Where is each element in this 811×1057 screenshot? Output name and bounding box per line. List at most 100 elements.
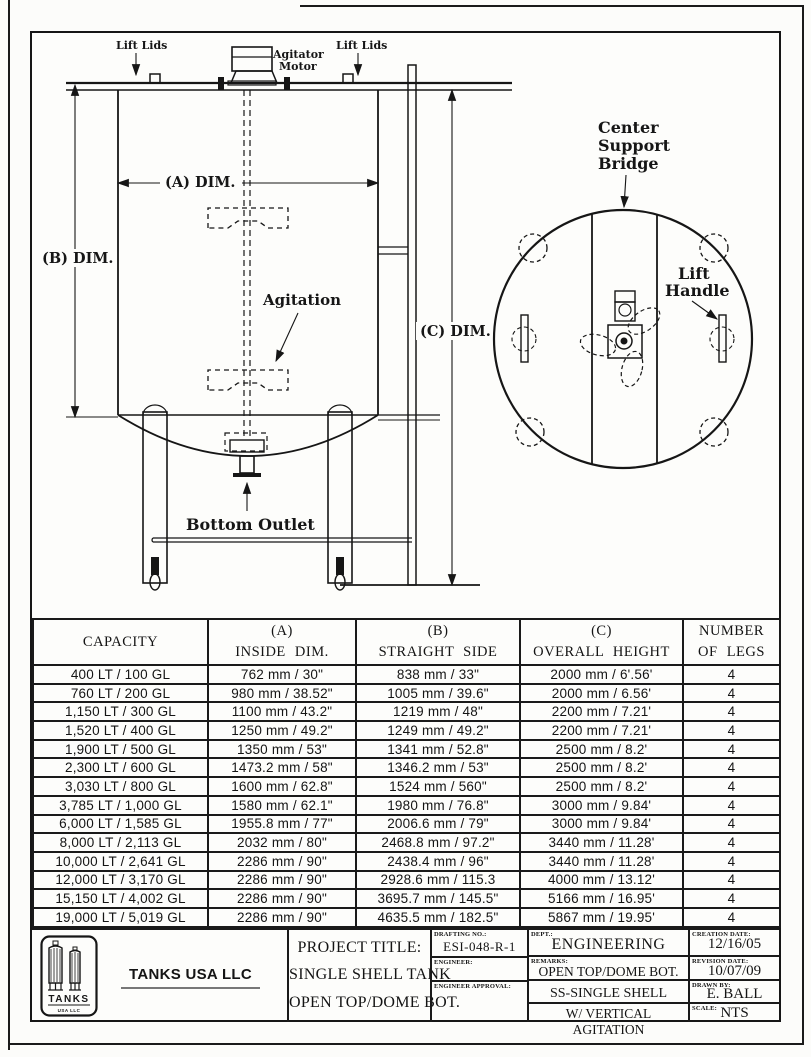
cell-inside-dim: 1250 mm / 49.2" (207, 720, 357, 741)
cell-capacity: 1,520 LT / 400 GL (32, 720, 209, 741)
remarks-label: REMARKS: (531, 957, 568, 965)
creation-date-label: CREATION DATE: (692, 930, 751, 938)
dimensions (38, 83, 486, 587)
scale-cell: SCALE: NTS (688, 1001, 779, 1022)
cell-overall-height: 2200 mm / 7.21' (519, 701, 684, 723)
dished-bottom (117, 414, 379, 457)
lift-lids-right-label: Lift Lids (336, 39, 387, 52)
side-support-bar (407, 64, 417, 586)
cell-inside-dim: 980 mm / 38.52" (207, 682, 357, 704)
bottom-outlet-icon (224, 432, 268, 477)
outer-border-left (8, 0, 10, 1050)
cell-inside-dim: 1100 mm / 43.2" (207, 701, 357, 723)
bridge-label-2: Support (598, 136, 671, 155)
header-b-line1: (B) (427, 623, 449, 639)
drafting-no-label: DRAFTING NO.: (434, 930, 487, 938)
cell-number-of-legs: 4 (682, 776, 781, 797)
logo-usa-llc-text: USA LLC (58, 1008, 81, 1013)
leg-top-view-ne (699, 233, 729, 263)
cell-inside-dim: 1600 mm / 62.8" (207, 776, 357, 797)
cell-straight-side: 1249 mm / 49.2" (355, 720, 521, 741)
cell-straight-side: 2438.4 mm / 96" (355, 850, 521, 872)
cell-number-of-legs: 4 (682, 664, 781, 685)
cell-overall-height: 3440 mm / 11.28' (519, 850, 684, 872)
spec-table: CAPACITY (A)INSIDE DIM. (B)STRAIGHT SIDE… (32, 618, 781, 928)
impeller-lower (207, 369, 289, 391)
cell-overall-height: 3000 mm / 9.84' (519, 813, 684, 835)
cell-overall-height: 4000 mm / 13.12' (519, 869, 684, 891)
outer-border-right (802, 5, 804, 1045)
leg-top-view-se (699, 417, 729, 447)
cell-capacity: 3,030 LT / 800 GL (32, 776, 209, 797)
cell-inside-dim: 2286 mm / 90" (207, 869, 357, 891)
bottom-outlet-label: Bottom Outlet (186, 515, 315, 534)
cell-overall-height: 2200 mm / 7.21' (519, 720, 684, 741)
cell-number-of-legs: 4 (682, 682, 781, 704)
cell-straight-side: 838 mm / 33" (355, 664, 521, 685)
engineer-cell: ENGINEER: (430, 955, 527, 980)
agitator-motor-label-2: Motor (279, 60, 317, 73)
header-straight-side: (B)STRAIGHT SIDE (355, 618, 521, 666)
lift-handle-left-icon (511, 314, 537, 363)
shell-type-cell: SS-SINGLE SHELL (527, 978, 688, 1002)
cell-straight-side: 3695.7 mm / 145.5" (355, 888, 521, 909)
header-c-line2: OVERALL HEIGHT (533, 644, 670, 660)
lift-handle-label-1: Lift (678, 264, 710, 283)
cell-number-of-legs: 4 (682, 869, 781, 891)
agitator-motor-label-1: Agitator (272, 48, 324, 61)
impeller-upper (207, 207, 289, 229)
cell-capacity: 10,000 LT / 2,641 GL (32, 850, 209, 872)
cell-overall-height: 3000 mm / 9.84' (519, 794, 684, 816)
lift-lid-right-icon (342, 73, 354, 84)
header-legs-line2: OF LEGS (698, 644, 765, 660)
shell-type-value: SS-SINGLE SHELL (549, 985, 668, 1001)
dim-c-label: (C) DIM. (420, 323, 491, 340)
cell-capacity: 19,000 LT / 5,019 GL (32, 906, 209, 928)
dim-b-label: (B) DIM. (42, 250, 113, 267)
revision-date-value: 10/07/09 (707, 962, 762, 979)
cell-capacity: 760 LT / 200 GL (32, 682, 209, 704)
cell-straight-side: 4635.5 mm / 182.5" (355, 906, 521, 928)
project-title-cell: PROJECT TITLE: SINGLE SHELL TANK OPEN TO… (287, 929, 460, 1022)
agitation-type-value: W/ VERTICAL AGITATION (565, 1005, 652, 1037)
cell-number-of-legs: 4 (682, 850, 781, 872)
cell-number-of-legs: 4 (682, 720, 781, 741)
header-capacity: CAPACITY (32, 618, 209, 666)
cell-number-of-legs: 4 (682, 813, 781, 835)
drawn-by-value: E. BALL (706, 985, 763, 1002)
cell-capacity: 3,785 LT / 1,000 GL (32, 794, 209, 816)
engineer-label: ENGINEER: (434, 958, 473, 966)
cell-overall-height: 2000 mm / 6.56' (519, 682, 684, 704)
agitator-top-view-icon (579, 290, 661, 388)
cell-overall-height: 2500 mm / 8.2' (519, 776, 684, 797)
drafting-no-cell: DRAFTING NO.: ESI-048-R-1 (430, 929, 527, 956)
creation-date-value: 12/16/05 (707, 935, 762, 952)
lift-lid-left-icon (149, 73, 161, 84)
header-inside-dim: (A)INSIDE DIM. (207, 618, 357, 666)
header-a-line1: (A) (271, 623, 293, 639)
tanks-usa-logo: TANKS USA LLC (40, 935, 98, 1017)
cell-straight-side: 2928.6 mm / 115.3 (355, 869, 521, 891)
header-c-line1: (C) (591, 623, 612, 639)
revision-date-cell: REVISION DATE: 10/07/09 (688, 954, 779, 979)
cross-pipe-cap (151, 537, 154, 543)
cell-number-of-legs: 4 (682, 888, 781, 909)
cell-capacity: 2,300 LT / 600 GL (32, 757, 209, 779)
cell-overall-height: 2500 mm / 8.2' (519, 738, 684, 760)
revision-date-label: REVISION DATE: (692, 957, 749, 965)
cell-number-of-legs: 4 (682, 906, 781, 928)
cell-inside-dim: 2032 mm / 80" (207, 832, 357, 853)
leg-left (142, 404, 168, 591)
cell-capacity: 12,000 LT / 3,170 GL (32, 869, 209, 891)
cell-inside-dim: 1955.8 mm / 77" (207, 813, 357, 835)
drawn-by-cell: DRAWN BY: E. BALL (688, 978, 779, 1002)
